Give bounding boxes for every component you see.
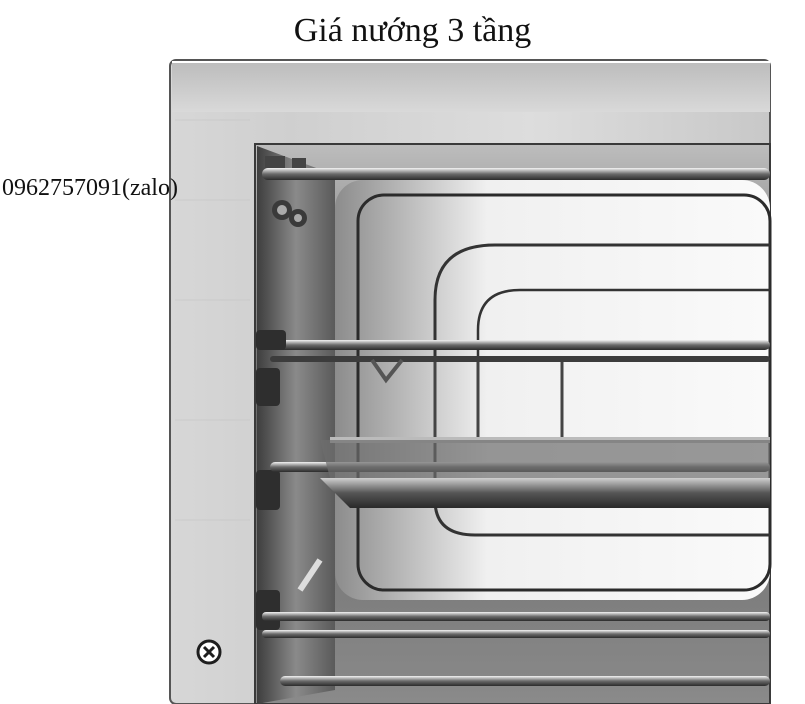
page-title: Giá nướng 3 tầng <box>293 12 532 49</box>
wire-rack-bottom <box>262 558 770 686</box>
wire-rack-top <box>270 340 770 440</box>
baking-tray <box>270 437 770 508</box>
screw-icon <box>196 639 222 665</box>
contact-phone: 0962757091(zalo) <box>2 175 178 201</box>
